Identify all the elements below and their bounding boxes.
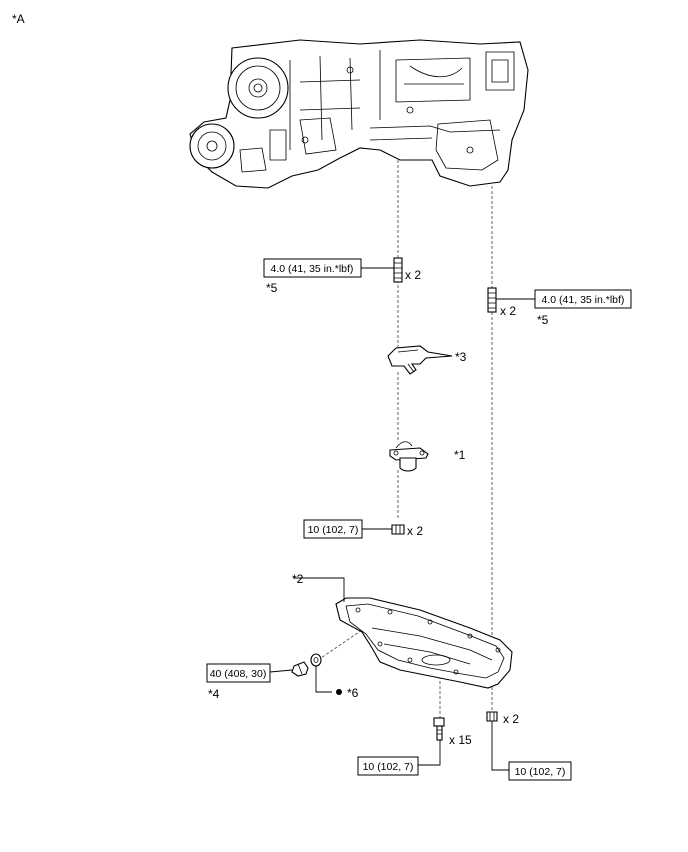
non-reusable-dot-icon: [336, 689, 342, 695]
part-4-drain-plug: [291, 661, 309, 677]
torque-box-stud-left: [263, 258, 362, 278]
torque-box-stud-right: [534, 289, 632, 309]
alignment-lines: [317, 160, 493, 718]
callout-1: *1: [454, 448, 466, 462]
torque-nut-upper: 10 (102, 7): [308, 524, 359, 536]
stud-bolt-left: [393, 257, 403, 283]
torque-box-nut-pan: [508, 761, 572, 781]
part-6-gasket: [310, 653, 322, 667]
leader-bolt-pan: [418, 740, 441, 766]
torque-drain-plug: 40 (408, 30): [210, 668, 267, 680]
part-3-bracket: [387, 345, 453, 375]
part-2-oil-pan: [335, 597, 513, 689]
leader-gasket: [315, 666, 332, 693]
torque-stud-right: 4.0 (41, 35 in.*lbf): [542, 294, 625, 306]
qty-stud-left: x 2: [405, 268, 421, 282]
callout-4: *4: [208, 687, 220, 701]
qty-stud-right: x 2: [500, 304, 516, 318]
callout-5-left: *5: [266, 281, 278, 295]
nut-pan: [486, 711, 498, 722]
view-label: *A: [12, 12, 25, 26]
callout-5-right: *5: [537, 313, 549, 327]
bolt-pan: [433, 717, 445, 741]
engine-block-illustration: [189, 39, 529, 189]
qty-nut-upper: x 2: [407, 524, 423, 538]
callout-6: *6: [347, 686, 359, 700]
torque-box-bolt-pan: [357, 756, 419, 776]
stud-bolt-right: [487, 287, 497, 313]
callout-3: *3: [455, 350, 467, 364]
torque-nut-pan: 10 (102, 7): [515, 766, 566, 778]
leader-callout-2: [293, 577, 345, 602]
leader-drain-plug: [269, 669, 293, 673]
leader-nut-pan: [491, 721, 509, 771]
callout-2: *2: [292, 572, 304, 586]
torque-bolt-pan: 10 (102, 7): [363, 761, 414, 773]
part-1-oil-strainer: [389, 441, 429, 472]
qty-bolt-pan: x 15: [449, 733, 472, 747]
torque-box-drain-plug: [206, 663, 271, 683]
qty-nut-pan: x 2: [503, 712, 519, 726]
torque-box-nut-upper: [303, 519, 363, 539]
nut-upper: [391, 524, 405, 535]
torque-stud-left: 4.0 (41, 35 in.*lbf): [271, 263, 354, 275]
